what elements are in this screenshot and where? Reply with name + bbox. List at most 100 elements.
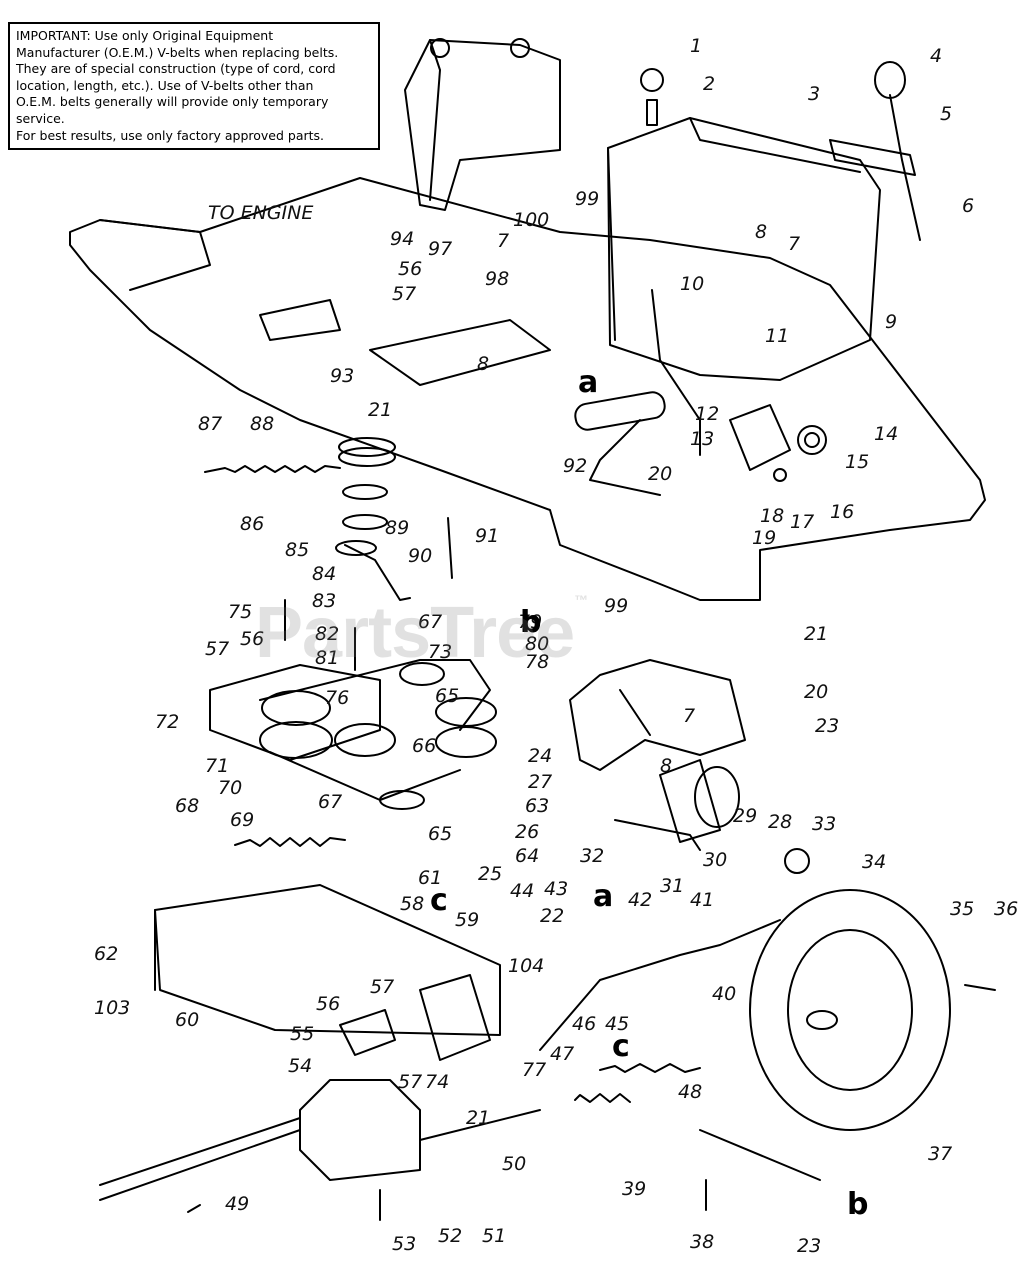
frame-plate (69, 177, 986, 601)
part-number-13: 13 (690, 428, 714, 450)
ref-letter-b-mid: b (520, 605, 541, 640)
brake-bracket (729, 404, 827, 482)
part-number-80: 80 (525, 633, 549, 655)
transaxle (99, 1079, 541, 1201)
part-number-64: 64 (515, 845, 539, 867)
part-number-99: 99 (575, 188, 599, 210)
part-number-84: 84 (312, 563, 336, 585)
reference-letters: a a b b c c (430, 365, 868, 1222)
hub-cap (784, 848, 810, 874)
lower-spring (234, 837, 346, 847)
part-number-56: 56 (316, 993, 340, 1015)
part-number-63: 63 (525, 795, 549, 817)
part-number-50: 50 (502, 1153, 526, 1175)
ref-letter-c-lower: c (612, 1029, 630, 1064)
part-number-17: 17 (790, 511, 814, 533)
callout-group: 1 2 3 4 5 6 7 8 9 10 11 12 13 14 15 16 1… (94, 35, 1018, 1257)
part-number-19: 19 (752, 527, 776, 549)
part-number-76: 76 (325, 687, 349, 709)
part-number-92: 92 (563, 455, 587, 477)
part-number-57c: 57 (392, 283, 416, 305)
rear-wheel (749, 889, 951, 1131)
fender-housing (607, 117, 881, 381)
part-number-21c: 21 (466, 1107, 490, 1129)
notice-line: IMPORTANT: Use only Original Equipment (16, 28, 274, 43)
part-number-57b: 57 (370, 976, 394, 998)
pedal-handle (574, 391, 666, 496)
part-number-21: 21 (368, 399, 392, 421)
chassis-plate (154, 884, 501, 1036)
part-number-31: 31 (660, 875, 684, 897)
ref-letter-a-mid: a (593, 879, 613, 914)
part-number-15: 15 (845, 451, 869, 473)
part-number-18: 18 (760, 505, 784, 527)
part-number-44: 44 (510, 880, 534, 902)
part-number-7c: 7 (683, 705, 695, 727)
brake-assembly (614, 759, 740, 851)
part-number-67b: 67 (418, 611, 442, 633)
part-number-54: 54 (288, 1055, 312, 1077)
part-number-65: 65 (428, 823, 452, 845)
part-number-57d: 57 (205, 638, 229, 660)
part-number-83: 83 (312, 590, 336, 612)
part-number-68: 68 (175, 795, 199, 817)
part-number-56b: 56 (398, 258, 422, 280)
part-number-42: 42 (628, 889, 652, 911)
part-number-101: 103 (94, 997, 130, 1019)
part-number-87: 87 (198, 413, 222, 435)
part-number-52: 52 (438, 1225, 462, 1247)
part-number-70: 70 (218, 777, 242, 799)
part-number-79: 79 (518, 611, 542, 633)
part-number-67: 67 (318, 791, 342, 813)
notice-line: O.E.M. belts generally will provide only… (16, 94, 329, 110)
part-number-93: 93 (330, 365, 354, 387)
notice-line: service. (16, 110, 65, 126)
part-number-97: 97 (428, 238, 452, 260)
to-engine-label: TO ENGINE (208, 202, 313, 224)
pulley-bracket (209, 664, 381, 761)
part-number-7: 7 (788, 233, 800, 255)
part-number-98: 98 (485, 268, 509, 290)
part-number-21b: 21 (804, 623, 828, 645)
part-number-6: 6 (962, 195, 974, 217)
idler-bracket (569, 659, 746, 771)
part-number-77: 77 (522, 1059, 546, 1081)
part-number-32: 32 (580, 845, 604, 867)
part-number-71: 71 (205, 755, 229, 777)
part-number-16: 16 (830, 501, 854, 523)
part-number-20b: 20 (804, 681, 828, 703)
part-number-4: 4 (930, 45, 942, 67)
ref-letter-b-bottom: b (847, 1187, 868, 1222)
part-number-51: 51 (482, 1225, 506, 1247)
part-number-23: 23 (815, 715, 839, 737)
part-number-55: 55 (290, 1023, 314, 1045)
control-rod (539, 919, 781, 1051)
part-number-94: 94 (390, 228, 414, 250)
bolt-49 (187, 1204, 201, 1213)
part-number-75: 75 (228, 601, 252, 623)
v-belt-assembly (259, 659, 497, 810)
part-number-62: 62 (94, 943, 118, 965)
spring-48 (599, 1063, 701, 1073)
part-number-61: 61 (418, 867, 442, 889)
important-notice-box: IMPORTANT: Use only Original Equipment M… (8, 22, 380, 150)
part-number-10: 10 (680, 273, 704, 295)
part-number-73: 73 (428, 641, 452, 663)
part-number-26: 26 (515, 821, 539, 843)
notice-line: location, length, etc.). Use of V-belts … (16, 77, 314, 93)
part-number-3: 3 (808, 83, 820, 105)
part-number-47: 47 (550, 1043, 574, 1065)
part-number-85: 85 (285, 539, 309, 561)
part-number-56c: 56 (240, 628, 264, 650)
part-number-46: 46 (572, 1013, 596, 1035)
part-number-1: 1 (690, 35, 702, 57)
part-number-39: 39 (622, 1178, 646, 1200)
knob (640, 68, 664, 92)
part-number-72: 72 (155, 711, 179, 733)
part-number-40: 40 (712, 983, 736, 1005)
part-number-27: 27 (528, 771, 552, 793)
part-number-30: 30 (703, 849, 727, 871)
upper-pulley-stack (335, 437, 411, 601)
shaft (447, 517, 453, 579)
